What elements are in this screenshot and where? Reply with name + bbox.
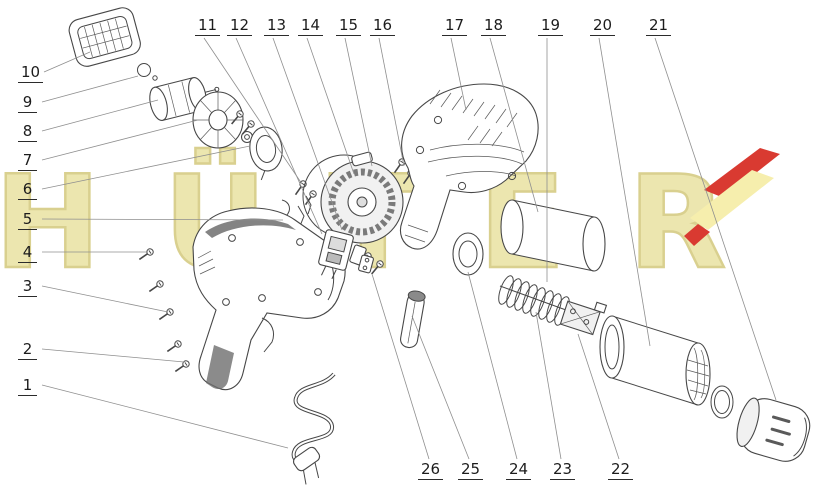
- part-nozzle-cap: [736, 397, 811, 462]
- logo-red-ribbon: [704, 148, 780, 198]
- leader-line-8: [41, 99, 159, 132]
- callout-3: 3: [18, 277, 37, 297]
- callout-22: 22: [608, 460, 634, 480]
- leader-line-13: [272, 37, 343, 231]
- callout-7: 7: [18, 151, 37, 171]
- leader-line-1: [41, 384, 289, 449]
- mesh-grid: [686, 347, 710, 401]
- callout-4: 4: [18, 243, 37, 263]
- part-barrel-tube: [599, 315, 711, 406]
- callout-12: 12: [227, 16, 253, 36]
- part-power-cord: [291, 372, 336, 485]
- callout-2: 2: [18, 340, 37, 360]
- callout-5: 5: [18, 210, 37, 230]
- leader-line-18: [489, 37, 539, 213]
- callout-16: 16: [370, 16, 396, 36]
- leader-line-14: [306, 37, 355, 175]
- logo-red-ribbon-small: [684, 224, 710, 246]
- leader-line-16: [378, 37, 405, 167]
- leader-line-2: [41, 348, 185, 363]
- callout-10: 10: [18, 63, 44, 83]
- leader-line-21: [654, 37, 777, 401]
- leader-line-5: [41, 218, 284, 221]
- cap-slots: [765, 415, 791, 447]
- callout-8: 8: [18, 122, 37, 142]
- part-heating-element: [495, 273, 608, 336]
- callout-21: 21: [646, 16, 672, 36]
- part-left-housing: [192, 207, 346, 391]
- part-fan-volute: [302, 151, 404, 244]
- leader-line-7: [41, 119, 199, 161]
- part-cord-clamp: [358, 254, 374, 274]
- brand-logo: [684, 148, 780, 246]
- part-motor: [149, 77, 220, 121]
- plug: [292, 446, 321, 485]
- leader-line-24: [467, 271, 518, 460]
- part-fan-impeller: [192, 91, 257, 149]
- callout-18: 18: [481, 16, 507, 36]
- part-switch: [318, 229, 354, 280]
- callout-25: 25: [458, 460, 484, 480]
- vent-slats: [429, 89, 518, 147]
- part-retaining-clip: [137, 59, 158, 81]
- leader-line-25: [411, 315, 470, 460]
- callout-24: 24: [506, 460, 532, 480]
- callout-9: 9: [18, 93, 37, 113]
- leader-line-3: [41, 285, 169, 313]
- logo-yellow-ribbon: [690, 170, 774, 230]
- leader-line-10: [43, 51, 91, 73]
- callout-17: 17: [442, 16, 468, 36]
- leader-line-6: [41, 145, 251, 190]
- part-mica-tube: [500, 199, 606, 272]
- heater-bracket: [559, 300, 608, 336]
- leader-line-26: [371, 273, 430, 460]
- leader-line-11: [203, 37, 303, 185]
- leader-line-22: [577, 333, 620, 460]
- callout-14: 14: [298, 16, 324, 36]
- leader-line-23: [535, 311, 562, 460]
- callout-23: 23: [550, 460, 576, 480]
- callout-13: 13: [264, 16, 290, 36]
- part-silicone-tube: [400, 290, 426, 349]
- leader-line-17: [450, 37, 467, 111]
- part-right-housing: [399, 83, 539, 250]
- leader-line-15: [344, 37, 373, 167]
- callout-11: 11: [195, 16, 221, 36]
- part-o-ring: [710, 385, 734, 419]
- small-parts-cluster: [349, 244, 386, 277]
- part-ceramic-ring: [452, 232, 484, 276]
- part-motor-cap: [68, 7, 141, 67]
- callout-20: 20: [590, 16, 616, 36]
- callout-6: 6: [18, 180, 37, 200]
- leader-line-9: [41, 75, 139, 103]
- leader-line-20: [598, 37, 651, 347]
- callout-19: 19: [538, 16, 564, 36]
- leader-line-12: [235, 37, 323, 235]
- part-baffle-disc: [249, 126, 283, 181]
- callout-15: 15: [336, 16, 362, 36]
- leader-lines: [41, 37, 777, 460]
- callout-1: 1: [18, 376, 37, 396]
- callout-26: 26: [418, 460, 444, 480]
